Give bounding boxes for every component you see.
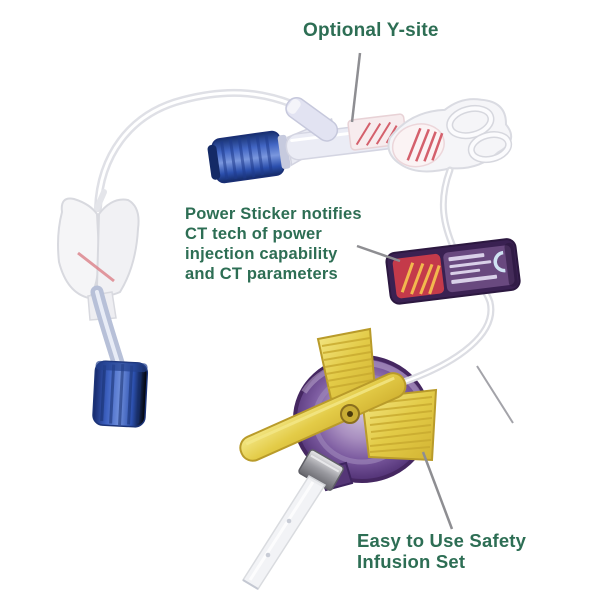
pointer-line-infusion-set: [421, 451, 454, 530]
power-sticker: [385, 238, 521, 305]
wing-top: [316, 327, 377, 401]
caption-power-sticker-line2: CT tech of power: [185, 225, 323, 243]
pinch-clamp: [387, 98, 513, 173]
slide-clamp: [57, 189, 140, 321]
sticker-red-panel: [392, 253, 445, 299]
wing-right: [360, 388, 438, 462]
butterfly-wings: [239, 327, 438, 462]
caption-power-sticker: Power Sticker notifies CT tech of power …: [185, 204, 362, 284]
caption-power-sticker-line1: Power Sticker notifies: [185, 205, 362, 223]
caption-y-site-text: Optional Y-site: [303, 20, 439, 41]
caption-infusion-set: Easy to Use Safety Infusion Set: [357, 530, 526, 572]
caption-power-sticker-line4: and CT parameters: [185, 265, 338, 283]
pointer-line-power-sticker: [356, 244, 401, 263]
luer-cap-bottom-left: [92, 360, 149, 428]
pointer-line-y-site: [350, 52, 362, 123]
caption-y-site: Optional Y-site: [303, 20, 439, 42]
sticker-purple-panel: [443, 245, 515, 293]
y-site-port: [285, 97, 339, 142]
thin-wire-line: [476, 365, 514, 424]
clamp-warning-label: [391, 123, 445, 168]
needle-sheath: [241, 474, 327, 591]
extension-tube-left: [90, 285, 126, 373]
caption-power-sticker-line3: injection capability: [185, 245, 338, 263]
caption-infusion-set-line1: Easy to Use Safety: [357, 530, 527, 551]
wing-bar: [239, 372, 407, 462]
sticker-c-glyph: [493, 250, 506, 273]
y-branch-tube: [94, 88, 296, 212]
caption-infusion-set-line2: Infusion Set: [357, 551, 466, 572]
clamp-red-label-mark: [77, 251, 115, 283]
